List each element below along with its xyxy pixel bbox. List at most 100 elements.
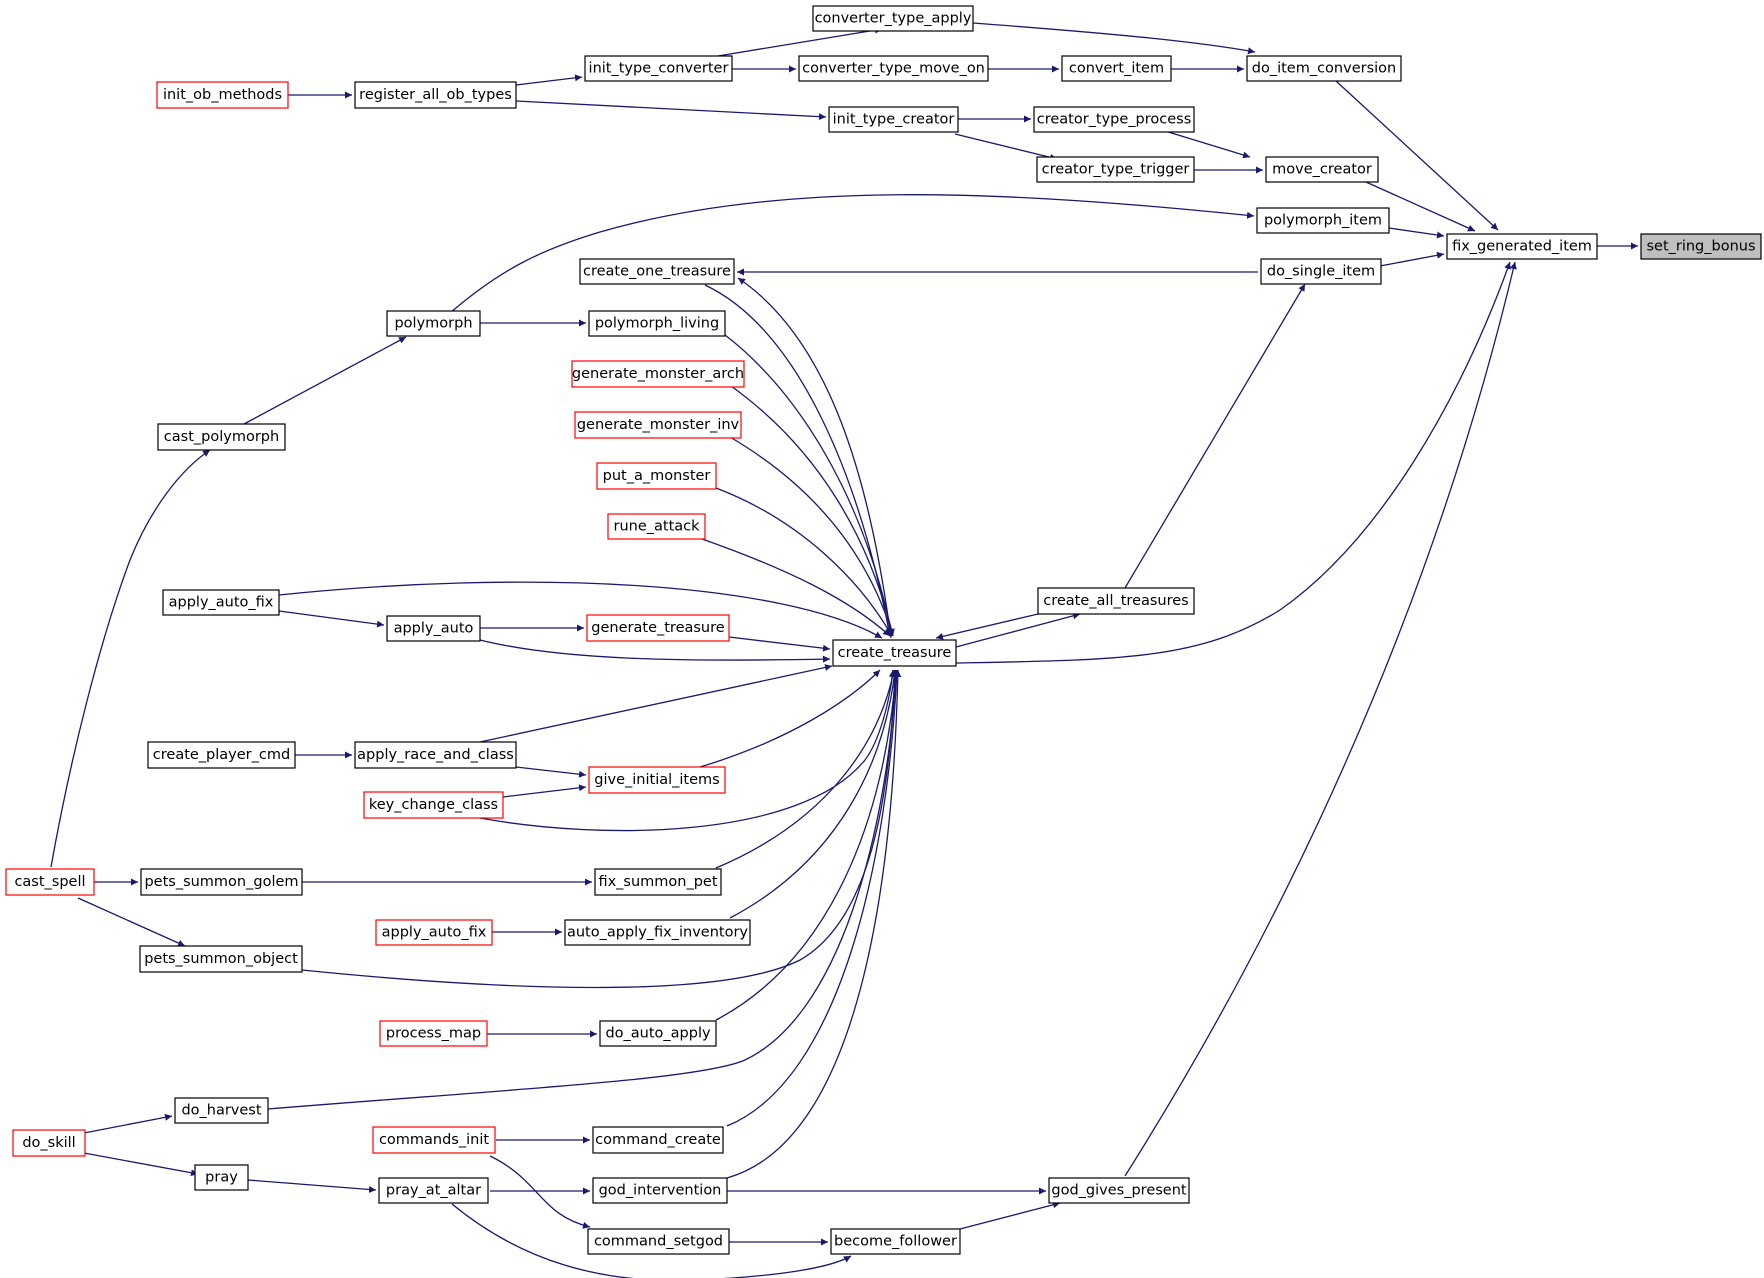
node-init_type_creator[interactable]: init_type_creator: [828, 106, 959, 133]
node-generate_monster_inv[interactable]: generate_monster_inv: [574, 411, 742, 439]
edge-apply_race_and_class-create_treasure: [479, 664, 833, 743]
svg-text:generate_monster_inv: generate_monster_inv: [577, 417, 740, 433]
edge-do_single_item-fix_generated_item: [1379, 251, 1445, 267]
node-apply_auto_fix-2[interactable]: apply_auto_fix: [375, 919, 493, 946]
node-apply_race_and_class[interactable]: apply_race_and_class: [354, 741, 517, 769]
node-polymorph[interactable]: polymorph: [386, 310, 481, 337]
edge-auto_apply_fix_inventory-create_treasure: [729, 669, 898, 919]
node-init_type_converter[interactable]: init_type_converter: [584, 55, 733, 82]
svg-text:generate_monster_arch: generate_monster_arch: [572, 366, 744, 382]
edge-create_treasure-create_all_treasures: [955, 612, 1081, 648]
svg-text:generate_treasure: generate_treasure: [591, 620, 724, 636]
svg-text:converter_type_move_on: converter_type_move_on: [802, 61, 985, 77]
edge-fix_summon_pet-create_treasure: [715, 669, 897, 869]
svg-text:convert_item: convert_item: [1069, 61, 1164, 77]
edge-creator_type_process-move_creator: [1164, 130, 1251, 159]
node-convert_item[interactable]: convert_item: [1061, 55, 1172, 82]
edge-rune_attack-create_treasure: [701, 538, 891, 637]
svg-text:create_player_cmd: create_player_cmd: [153, 747, 290, 763]
node-register_all_ob_types[interactable]: register_all_ob_types: [354, 81, 517, 109]
node-do_single_item[interactable]: do_single_item: [1260, 258, 1382, 285]
node-auto_apply_fix_inventory[interactable]: auto_apply_fix_inventory: [564, 919, 751, 946]
svg-text:do_harvest: do_harvest: [181, 1103, 261, 1119]
node-create_treasure[interactable]: create_treasure: [832, 639, 957, 667]
node-creator_type_process[interactable]: creator_type_process: [1033, 106, 1195, 133]
edge-create_all_treasures-do_single_item: [1124, 283, 1306, 589]
svg-text:key_change_class: key_change_class: [369, 797, 498, 813]
node-do_harvest[interactable]: do_harvest: [174, 1097, 269, 1124]
edge-polymorph_item-fix_generated_item: [1388, 227, 1445, 239]
edge-cast_spell-pets_summon_object: [77, 897, 186, 947]
node-put_a_monster[interactable]: put_a_monster: [596, 462, 717, 490]
node-command_create[interactable]: command_create: [592, 1126, 724, 1154]
edge-cast_spell-cast_polymorph: [50, 449, 211, 868]
node-fix_summon_pet[interactable]: fix_summon_pet: [594, 868, 722, 896]
node-command_setgod[interactable]: command_setgod: [587, 1228, 730, 1255]
edge-create_all_treasures-create_treasure: [935, 613, 1039, 640]
svg-text:do_skill: do_skill: [22, 1135, 75, 1151]
svg-text:pray: pray: [205, 1170, 238, 1186]
node-pray[interactable]: pray: [194, 1164, 249, 1191]
node-apply_auto_fix[interactable]: apply_auto_fix: [162, 589, 280, 616]
node-become_follower[interactable]: become_follower: [830, 1228, 961, 1255]
node-generate_monster_arch[interactable]: generate_monster_arch: [571, 360, 745, 388]
edge-commands_init-command_setgod: [489, 1155, 591, 1229]
node-create_all_treasures[interactable]: create_all_treasures: [1037, 587, 1195, 615]
edge-god_intervention-create_treasure: [726, 669, 902, 1179]
svg-text:apply_race_and_class: apply_race_and_class: [357, 747, 514, 763]
node-pets_summon_object[interactable]: pets_summon_object: [139, 945, 303, 973]
svg-text:apply_auto_fix: apply_auto_fix: [382, 925, 487, 941]
edge-do_harvest-create_treasure: [267, 669, 900, 1110]
node-pray_at_altar[interactable]: pray_at_altar: [378, 1177, 489, 1204]
edge-god_gives_present-fix_generated_item: [1124, 261, 1517, 1177]
svg-text:register_all_ob_types: register_all_ob_types: [359, 87, 512, 103]
node-move_creator[interactable]: move_creator: [1265, 156, 1379, 183]
node-polymorph_item[interactable]: polymorph_item: [1256, 207, 1390, 234]
node-key_change_class[interactable]: key_change_class: [363, 791, 504, 819]
edge-apply_auto_fix-apply_auto: [278, 610, 385, 628]
svg-text:init_type_creator: init_type_creator: [833, 112, 955, 128]
node-fix_generated_item[interactable]: fix_generated_item: [1446, 233, 1598, 260]
edge-move_creator-fix_generated_item: [1365, 181, 1476, 232]
node-do_skill[interactable]: do_skill: [12, 1129, 86, 1157]
svg-text:fix_summon_pet: fix_summon_pet: [598, 874, 717, 890]
node-do_auto_apply[interactable]: do_auto_apply: [599, 1020, 717, 1047]
svg-text:creator_type_process: creator_type_process: [1037, 112, 1192, 128]
node-creator_type_trigger[interactable]: creator_type_trigger: [1036, 156, 1195, 183]
node-set_ring_bonus[interactable]: set_ring_bonus: [1640, 233, 1762, 260]
node-commands_init[interactable]: commands_init: [372, 1126, 496, 1154]
node-god_intervention[interactable]: god_intervention: [592, 1177, 728, 1204]
edge-init_type_converter-converter_type_apply: [717, 26, 883, 57]
svg-text:god_gives_present: god_gives_present: [1051, 1183, 1187, 1199]
svg-text:polymorph_living: polymorph_living: [595, 316, 719, 332]
svg-text:cast_polymorph: cast_polymorph: [164, 429, 279, 445]
node-converter_type_apply[interactable]: converter_type_apply: [812, 5, 974, 32]
node-rune_attack[interactable]: rune_attack: [607, 513, 706, 540]
node-create_one_treasure[interactable]: create_one_treasure: [579, 258, 735, 285]
node-do_item_conversion[interactable]: do_item_conversion: [1246, 55, 1402, 82]
node-god_gives_present[interactable]: god_gives_present: [1048, 1177, 1190, 1204]
nodes: set_ring_bonus fix_generated_item do_ite…: [5, 5, 1762, 1255]
svg-text:creator_type_trigger: creator_type_trigger: [1042, 162, 1190, 178]
node-apply_auto[interactable]: apply_auto: [386, 615, 481, 642]
svg-text:pets_summon_object: pets_summon_object: [144, 951, 298, 967]
node-generate_treasure[interactable]: generate_treasure: [586, 614, 730, 642]
svg-text:cast_spell: cast_spell: [14, 874, 85, 890]
node-create_player_cmd[interactable]: create_player_cmd: [147, 741, 296, 769]
node-cast_spell[interactable]: cast_spell: [5, 868, 95, 896]
svg-text:polymorph_item: polymorph_item: [1264, 213, 1382, 229]
svg-text:put_a_monster: put_a_monster: [603, 468, 711, 484]
edge-converter_type_apply-do_item_conversion: [972, 22, 1256, 55]
node-cast_polymorph[interactable]: cast_polymorph: [157, 423, 286, 451]
node-init_ob_methods[interactable]: init_ob_methods: [156, 81, 289, 109]
edge-key_change_class-create_treasure: [479, 669, 896, 832]
node-polymorph_living[interactable]: polymorph_living: [588, 310, 726, 337]
svg-text:rune_attack: rune_attack: [613, 519, 700, 535]
node-give_initial_items[interactable]: give_initial_items: [588, 766, 726, 794]
edge-pray_at_altar-become_follower: [451, 1203, 852, 1278]
edge-generate_monster_arch-create_treasure: [730, 385, 895, 637]
node-converter_type_move_on[interactable]: converter_type_move_on: [798, 55, 989, 82]
svg-text:command_create: command_create: [595, 1132, 721, 1148]
node-pets_summon_golem[interactable]: pets_summon_golem: [140, 868, 303, 896]
node-process_map[interactable]: process_map: [379, 1020, 488, 1047]
